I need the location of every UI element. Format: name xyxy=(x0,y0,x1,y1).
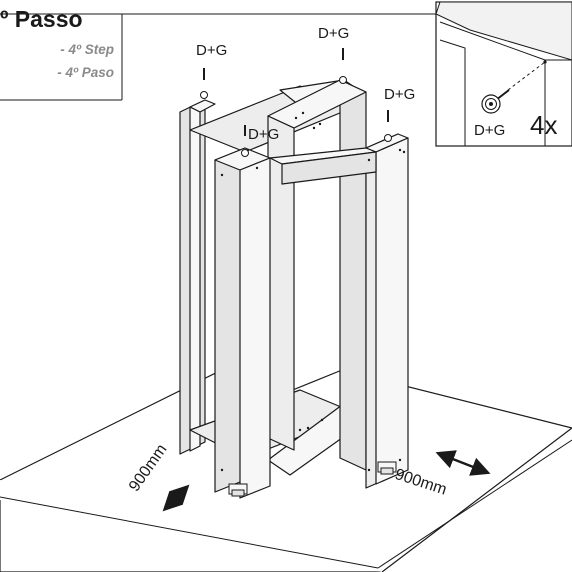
screw-holes xyxy=(220,111,406,472)
step-header: º Passo - 4º Step - 4º Paso xyxy=(0,0,122,100)
back-right-upright xyxy=(339,79,367,471)
step-title: º Passo xyxy=(0,6,83,32)
detail-quantity: 4x xyxy=(530,110,558,140)
detail-inset xyxy=(435,1,572,147)
levelling-feet xyxy=(228,461,397,497)
hardware-label-front-left: D+G xyxy=(248,126,280,143)
cam-fitting-detail-icon xyxy=(481,89,510,114)
cam-fittings xyxy=(200,48,392,157)
hardware-label-top-center: D+G xyxy=(318,25,350,42)
right-dimension-arrow xyxy=(435,450,491,476)
step-subtitle-spanish: - 4º Paso xyxy=(57,65,114,80)
hardware-label-top-right: D+G xyxy=(384,86,416,103)
hardware-label-top-left: D+G xyxy=(196,42,228,59)
left-dimension-arrow xyxy=(162,484,190,512)
step-subtitle-english: - 4º Step xyxy=(60,42,114,57)
detail-part-label: D+G xyxy=(474,122,506,139)
cabinet-frame xyxy=(179,79,409,499)
